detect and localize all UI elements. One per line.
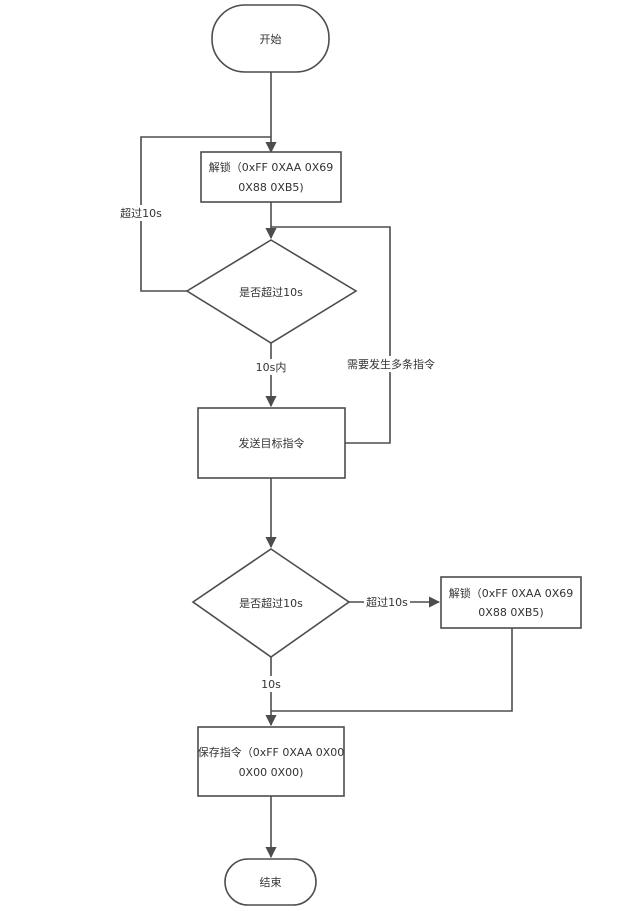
timeout-loop-label: 超过10s [120,206,162,220]
second-unlock-box [440,576,582,629]
end-label: 结束 [260,876,282,889]
within-label-bg [252,359,290,375]
unlock-process-label-line1: 解锁（0xFF 0XAA 0X69 [209,160,334,174]
second-unlock-label-line2: 0X88 0XB5) [478,606,543,619]
second-timeout-decision-diamond [191,548,351,658]
unlock-process-label-line2: 0X88 0XB5) [238,181,303,194]
timeout-loop-label-bg [118,205,164,221]
send-command-box [197,407,346,479]
multi-command-label-bg [344,356,438,372]
within-10s-label: 10s内 [256,360,287,374]
timeout-right-label: 超过10s [366,595,408,609]
save-command-box [197,726,345,797]
second-unlock-label-line1: 解锁（0xFF 0XAA 0X69 [449,586,574,600]
ten-seconds-label: 10s [261,678,281,691]
start-label: 开始 [260,32,282,46]
edge-unlock2-to-save [271,628,513,712]
timeout-right-label-bg [364,594,410,610]
save-command-label-line1: 保存指令（0xFF 0XAA 0X00 [198,745,345,759]
end-terminal [224,858,317,906]
multi-command-label: 需要发生多条指令 [347,357,435,371]
timeout-decision-diamond [185,239,358,344]
ten-seconds-label-bg [259,676,283,692]
second-timeout-decision-label: 是否超过10s [239,596,303,610]
unlock-process-box [200,151,342,203]
start-terminal [211,4,330,73]
edge-multi-command-loop [271,226,391,444]
timeout-decision-label: 是否超过10s [239,285,303,299]
save-command-label-line2: 0X00 0X00) [239,766,304,779]
send-command-label: 发送目标指令 [239,436,305,450]
